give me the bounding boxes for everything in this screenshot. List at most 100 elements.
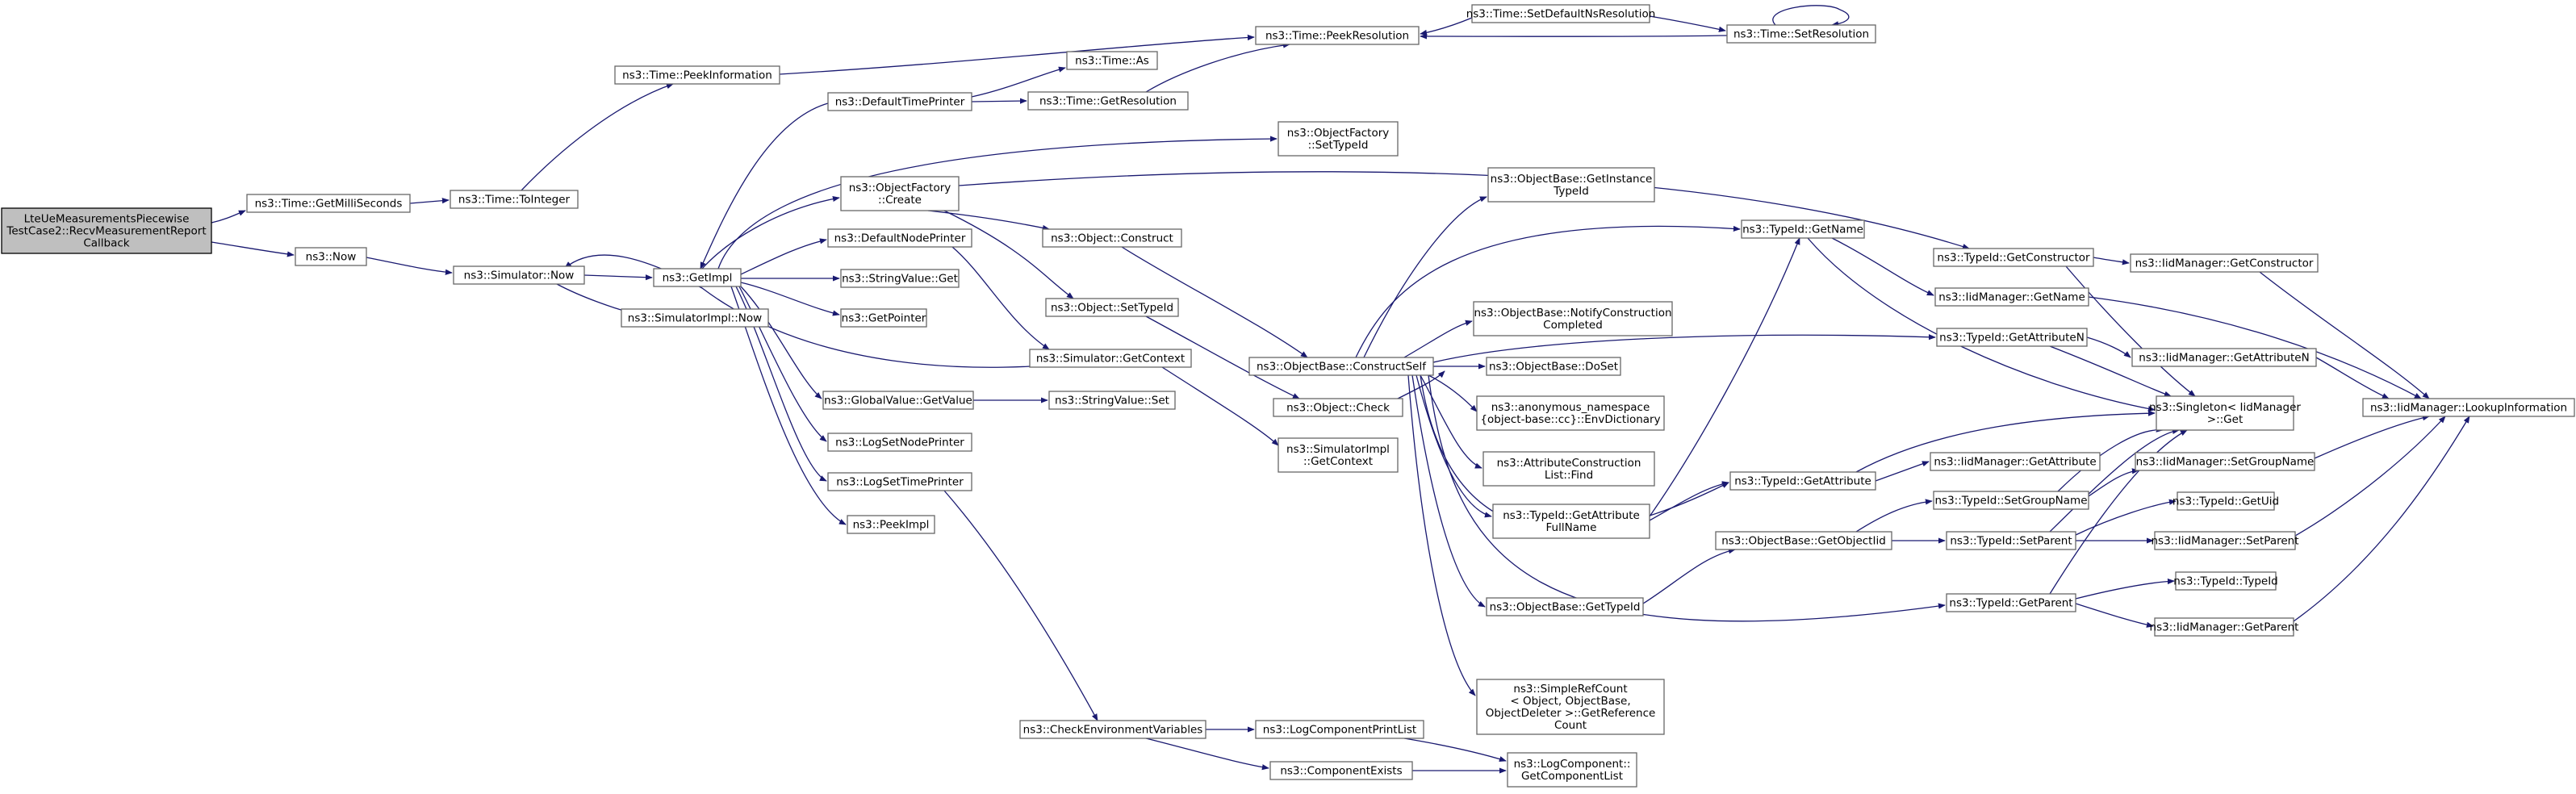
node-label: ns3::TypeId::GetParent bbox=[1949, 597, 2072, 610]
node-svget[interactable]: ns3::StringValue::Get bbox=[840, 269, 960, 288]
node-label: ns3::StringValue::Get bbox=[842, 273, 958, 286]
node-srcget[interactable]: ns3::SimpleRefCount< Object, ObjectBase,… bbox=[1476, 679, 1665, 735]
node-label: ns3::ObjectBase::DoSet bbox=[1489, 361, 1618, 374]
node-label: ns3::Time::GetResolution bbox=[1039, 95, 1177, 108]
node-box bbox=[2154, 531, 2296, 550]
node-box bbox=[1042, 228, 1182, 248]
node-singleton[interactable]: ns3::Singleton< IidManager>::Get bbox=[2149, 395, 2301, 431]
node-obnotify[interactable]: ns3::ObjectBase::NotifyConstructionCompl… bbox=[1473, 301, 1673, 336]
node-box bbox=[1487, 167, 1655, 203]
node-svset[interactable]: ns3::StringValue::Set bbox=[1048, 391, 1176, 410]
node-tsetparent[interactable]: ns3::TypeId::SetParent bbox=[1946, 531, 2076, 550]
node-simimplnow[interactable]: ns3::SimulatorImpl::Now bbox=[621, 308, 769, 328]
node-objsettype[interactable]: ns3::Object::SetTypeId bbox=[1045, 298, 1179, 317]
node-timeas[interactable]: ns3::Time::As bbox=[1066, 51, 1158, 70]
node-box bbox=[295, 247, 367, 266]
call-edge-tgetname-to-singleton bbox=[1807, 237, 2156, 412]
node-lcgcl[interactable]: ns3::LogComponent::GetComponentList bbox=[1507, 752, 1637, 788]
node-iidgetparent[interactable]: ns3::IidManager::GetParent bbox=[2150, 617, 2299, 637]
call-edge-tgetparent-to-ttypeid bbox=[2075, 578, 2175, 600]
node-label: ns3::Simulator::GetContext bbox=[1036, 353, 1185, 366]
node-iidlookup[interactable]: ns3::IidManager::LookupInformation bbox=[2362, 398, 2575, 417]
node-label: < Object, ObjectBase, bbox=[1510, 695, 1630, 708]
node-iidgetname[interactable]: ns3::IidManager::GetName bbox=[1934, 287, 2089, 307]
call-edge-root-to-getms bbox=[211, 210, 246, 224]
node-dnp[interactable]: ns3::DefaultNodePrinter bbox=[827, 228, 972, 248]
node-box bbox=[1946, 593, 2076, 612]
node-lsnp[interactable]: ns3::LogSetNodePrinter bbox=[827, 433, 972, 452]
call-edge-getimpl-to-ofcreate bbox=[701, 195, 840, 270]
node-peekres[interactable]: ns3::Time::PeekResolution bbox=[1255, 26, 1420, 45]
node-ttypeid[interactable]: ns3::TypeId::TypeId bbox=[2173, 571, 2278, 591]
node-label: ns3::IidManager::SetParent bbox=[2152, 535, 2299, 548]
node-envdict[interactable]: ns3::anonymous_namespace{object-base::cc… bbox=[1476, 395, 1665, 431]
call-edge-obgetoiid-to-tsetgroup bbox=[1855, 499, 1933, 533]
node-iidgetattr[interactable]: ns3::IidManager::GetAttribute bbox=[1930, 452, 2101, 471]
call-edge-tsetgroup-to-singleton bbox=[2057, 426, 2164, 492]
node-label: ns3::CheckEnvironmentVariables bbox=[1023, 724, 1203, 737]
node-tgetattr[interactable]: ns3::TypeId::GetAttribute bbox=[1729, 471, 1876, 491]
node-lcpl[interactable]: ns3::LogComponentPrintList bbox=[1255, 720, 1424, 739]
node-box bbox=[1726, 24, 1876, 44]
node-box bbox=[1066, 51, 1158, 70]
node-simgetctx[interactable]: ns3::Simulator::GetContext bbox=[1029, 349, 1192, 368]
node-setres[interactable]: ns3::Time::SetResolution bbox=[1726, 24, 1876, 44]
node-label: ns3::SimulatorImpl bbox=[1286, 443, 1390, 456]
node-box bbox=[1027, 91, 1189, 111]
node-label: ns3::Object::SetTypeId bbox=[1051, 302, 1173, 315]
node-label: ns3::IidManager::GetParent bbox=[2150, 621, 2299, 634]
node-iidsetparent[interactable]: ns3::IidManager::SetParent bbox=[2152, 531, 2299, 550]
node-tgetparent[interactable]: ns3::TypeId::GetParent bbox=[1946, 593, 2076, 612]
node-label: ns3::Time::GetMilliSeconds bbox=[255, 198, 403, 211]
node-tgetattrn[interactable]: ns3::TypeId::GetAttributeN bbox=[1936, 328, 2088, 347]
node-getres[interactable]: ns3::Time::GetResolution bbox=[1027, 91, 1189, 111]
node-siggetctx[interactable]: ns3::SimulatorImpl::GetContext bbox=[1278, 437, 1399, 473]
node-getms[interactable]: ns3::Time::GetMilliSeconds bbox=[246, 194, 411, 213]
node-tsetgroup[interactable]: ns3::TypeId::SetGroupName bbox=[1933, 491, 2089, 510]
call-edge-cself-to-srcget bbox=[1407, 374, 1476, 696]
call-edge-cself-to-obgit bbox=[1363, 196, 1487, 358]
node-dtp[interactable]: ns3::DefaultTimePrinter bbox=[827, 92, 972, 111]
node-label: ns3::TypeId::GetName bbox=[1742, 224, 1863, 236]
node-compexists[interactable]: ns3::ComponentExists bbox=[1269, 761, 1413, 780]
node-iidgetattrn[interactable]: ns3::IidManager::GetAttributeN bbox=[2131, 348, 2317, 367]
node-peekimpl[interactable]: ns3::PeekImpl bbox=[847, 515, 935, 534]
node-label: List::Find bbox=[1545, 469, 1593, 482]
node-tgetname[interactable]: ns3::TypeId::GetName bbox=[1741, 219, 1865, 239]
node-label: ns3::DefaultTimePrinter bbox=[835, 96, 965, 109]
node-simnow[interactable]: ns3::Simulator::Now bbox=[453, 265, 585, 285]
node-objconstruct[interactable]: ns3::Object::Construct bbox=[1042, 228, 1182, 248]
call-edge-iidgetname-to-iidlookup bbox=[2088, 296, 2422, 399]
call-edge-ofcreate-to-objsettype bbox=[943, 210, 1074, 299]
node-checkenv[interactable]: ns3::CheckEnvironmentVariables bbox=[1019, 720, 1206, 739]
node-label: ns3::ComponentExists bbox=[1280, 765, 1402, 778]
node-now[interactable]: ns3::Now bbox=[295, 247, 367, 266]
node-getimpl[interactable]: ns3::GetImpl bbox=[653, 268, 742, 287]
node-toint[interactable]: ns3::Time::ToInteger bbox=[450, 190, 579, 209]
call-edge-lcpl-to-lcgcl bbox=[1403, 738, 1507, 763]
node-lstp[interactable]: ns3::LogSetTimePrinter bbox=[827, 472, 972, 491]
node-iidgetctor[interactable]: ns3::IidManager::GetConstructor bbox=[2130, 253, 2319, 273]
node-tgetctor[interactable]: ns3::TypeId::GetConstructor bbox=[1933, 248, 2094, 267]
node-label: ::Create bbox=[878, 194, 922, 207]
node-cself[interactable]: ns3::ObjectBase::ConstructSelf bbox=[1248, 357, 1434, 376]
node-ofsettype[interactable]: ns3::ObjectFactory::SetTypeId bbox=[1278, 121, 1399, 157]
call-edge-tgetattrn-to-singleton bbox=[2049, 345, 2172, 397]
node-obdoset[interactable]: ns3::ObjectBase::DoSet bbox=[1486, 357, 1621, 376]
node-peekinfo[interactable]: ns3::Time::PeekInformation bbox=[614, 65, 780, 85]
node-objcheck[interactable]: ns3::Object::Check bbox=[1273, 398, 1403, 417]
node-box bbox=[1476, 395, 1665, 431]
node-setdefres[interactable]: ns3::Time::SetDefaultNsResolution bbox=[1466, 4, 1656, 23]
node-obgetoiid[interactable]: ns3::ObjectBase::GetObjectIid bbox=[1715, 531, 1892, 550]
node-box bbox=[1507, 752, 1637, 788]
node-gvget[interactable]: ns3::GlobalValue::GetValue bbox=[822, 391, 974, 410]
node-tgetuid[interactable]: ns3::TypeId::GetUid bbox=[2172, 491, 2279, 511]
node-iidsetgroup[interactable]: ns3::IidManager::SetGroupName bbox=[2135, 452, 2315, 471]
call-edge-getres-to-peekres bbox=[1145, 42, 1290, 93]
node-ofcreate[interactable]: ns3::ObjectFactory::Create bbox=[840, 176, 960, 211]
node-getptr[interactable]: ns3::GetPointer bbox=[840, 308, 927, 328]
node-obgettype[interactable]: ns3::ObjectBase::GetTypeId bbox=[1486, 597, 1644, 616]
